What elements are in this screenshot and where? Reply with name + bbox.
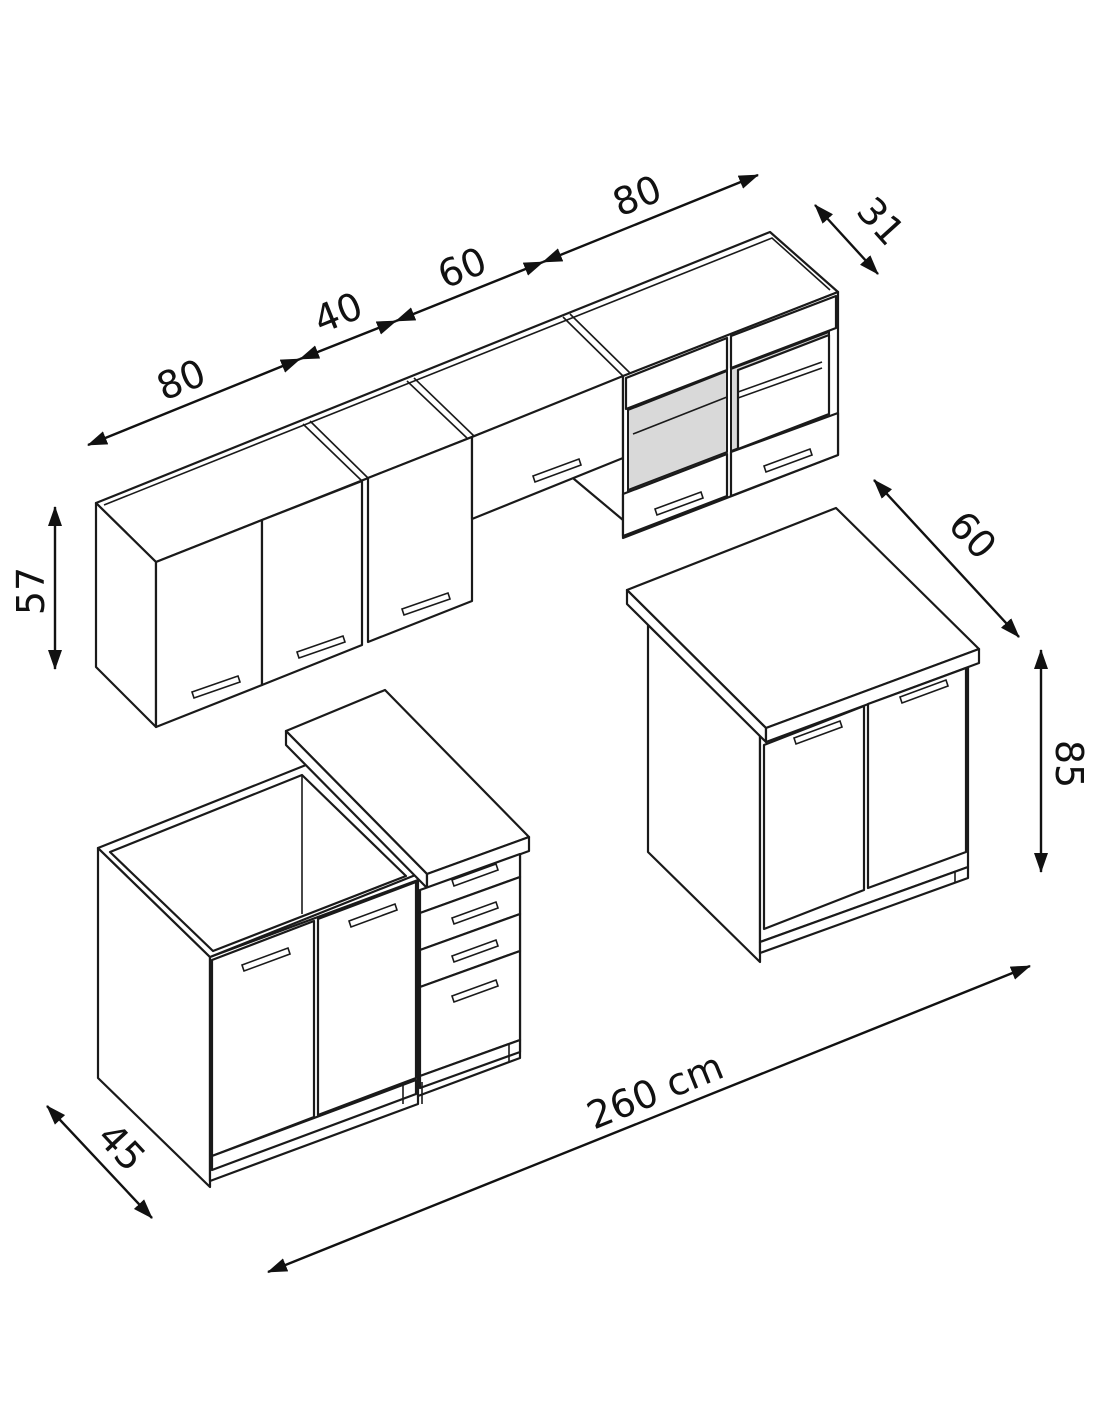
label-80-left: 80 <box>150 350 211 409</box>
base-cabinet-right <box>625 506 981 964</box>
label-total-width: 260 cm <box>581 1044 730 1138</box>
wall-cabinet-door-3 <box>366 435 474 644</box>
label-depth-31: 31 <box>848 189 913 254</box>
dim-line-depth-45 <box>46 1105 153 1219</box>
wall-drawer-left <box>621 452 729 538</box>
dim-line-80-left <box>87 357 301 447</box>
wall-cabinet-door-2 <box>260 479 364 687</box>
wall-cabinet-row <box>94 230 840 729</box>
label-height-85: 85 <box>1047 740 1091 788</box>
dimension-lines <box>46 173 1048 1274</box>
label-depth-60: 60 <box>940 502 1005 567</box>
dim-line-40 <box>299 319 397 361</box>
base-left-door-1 <box>210 919 316 1158</box>
base-right-door-2 <box>866 666 968 890</box>
label-60: 60 <box>431 238 492 297</box>
dim-line-60 <box>395 260 544 323</box>
label-height-57: 57 <box>9 567 53 615</box>
wall-drawer-right <box>729 411 840 498</box>
dim-line-depth-31 <box>814 204 879 275</box>
dim-line-depth-60 <box>873 479 1020 638</box>
glass-panel-left <box>627 369 728 492</box>
dim-line-total-260 <box>267 964 1031 1274</box>
wall-cabinet-handles <box>190 447 814 700</box>
label-80-right: 80 <box>606 166 667 225</box>
dim-line-80-right <box>542 173 759 264</box>
base-right-door-1 <box>762 704 866 931</box>
label-40: 40 <box>307 283 368 342</box>
